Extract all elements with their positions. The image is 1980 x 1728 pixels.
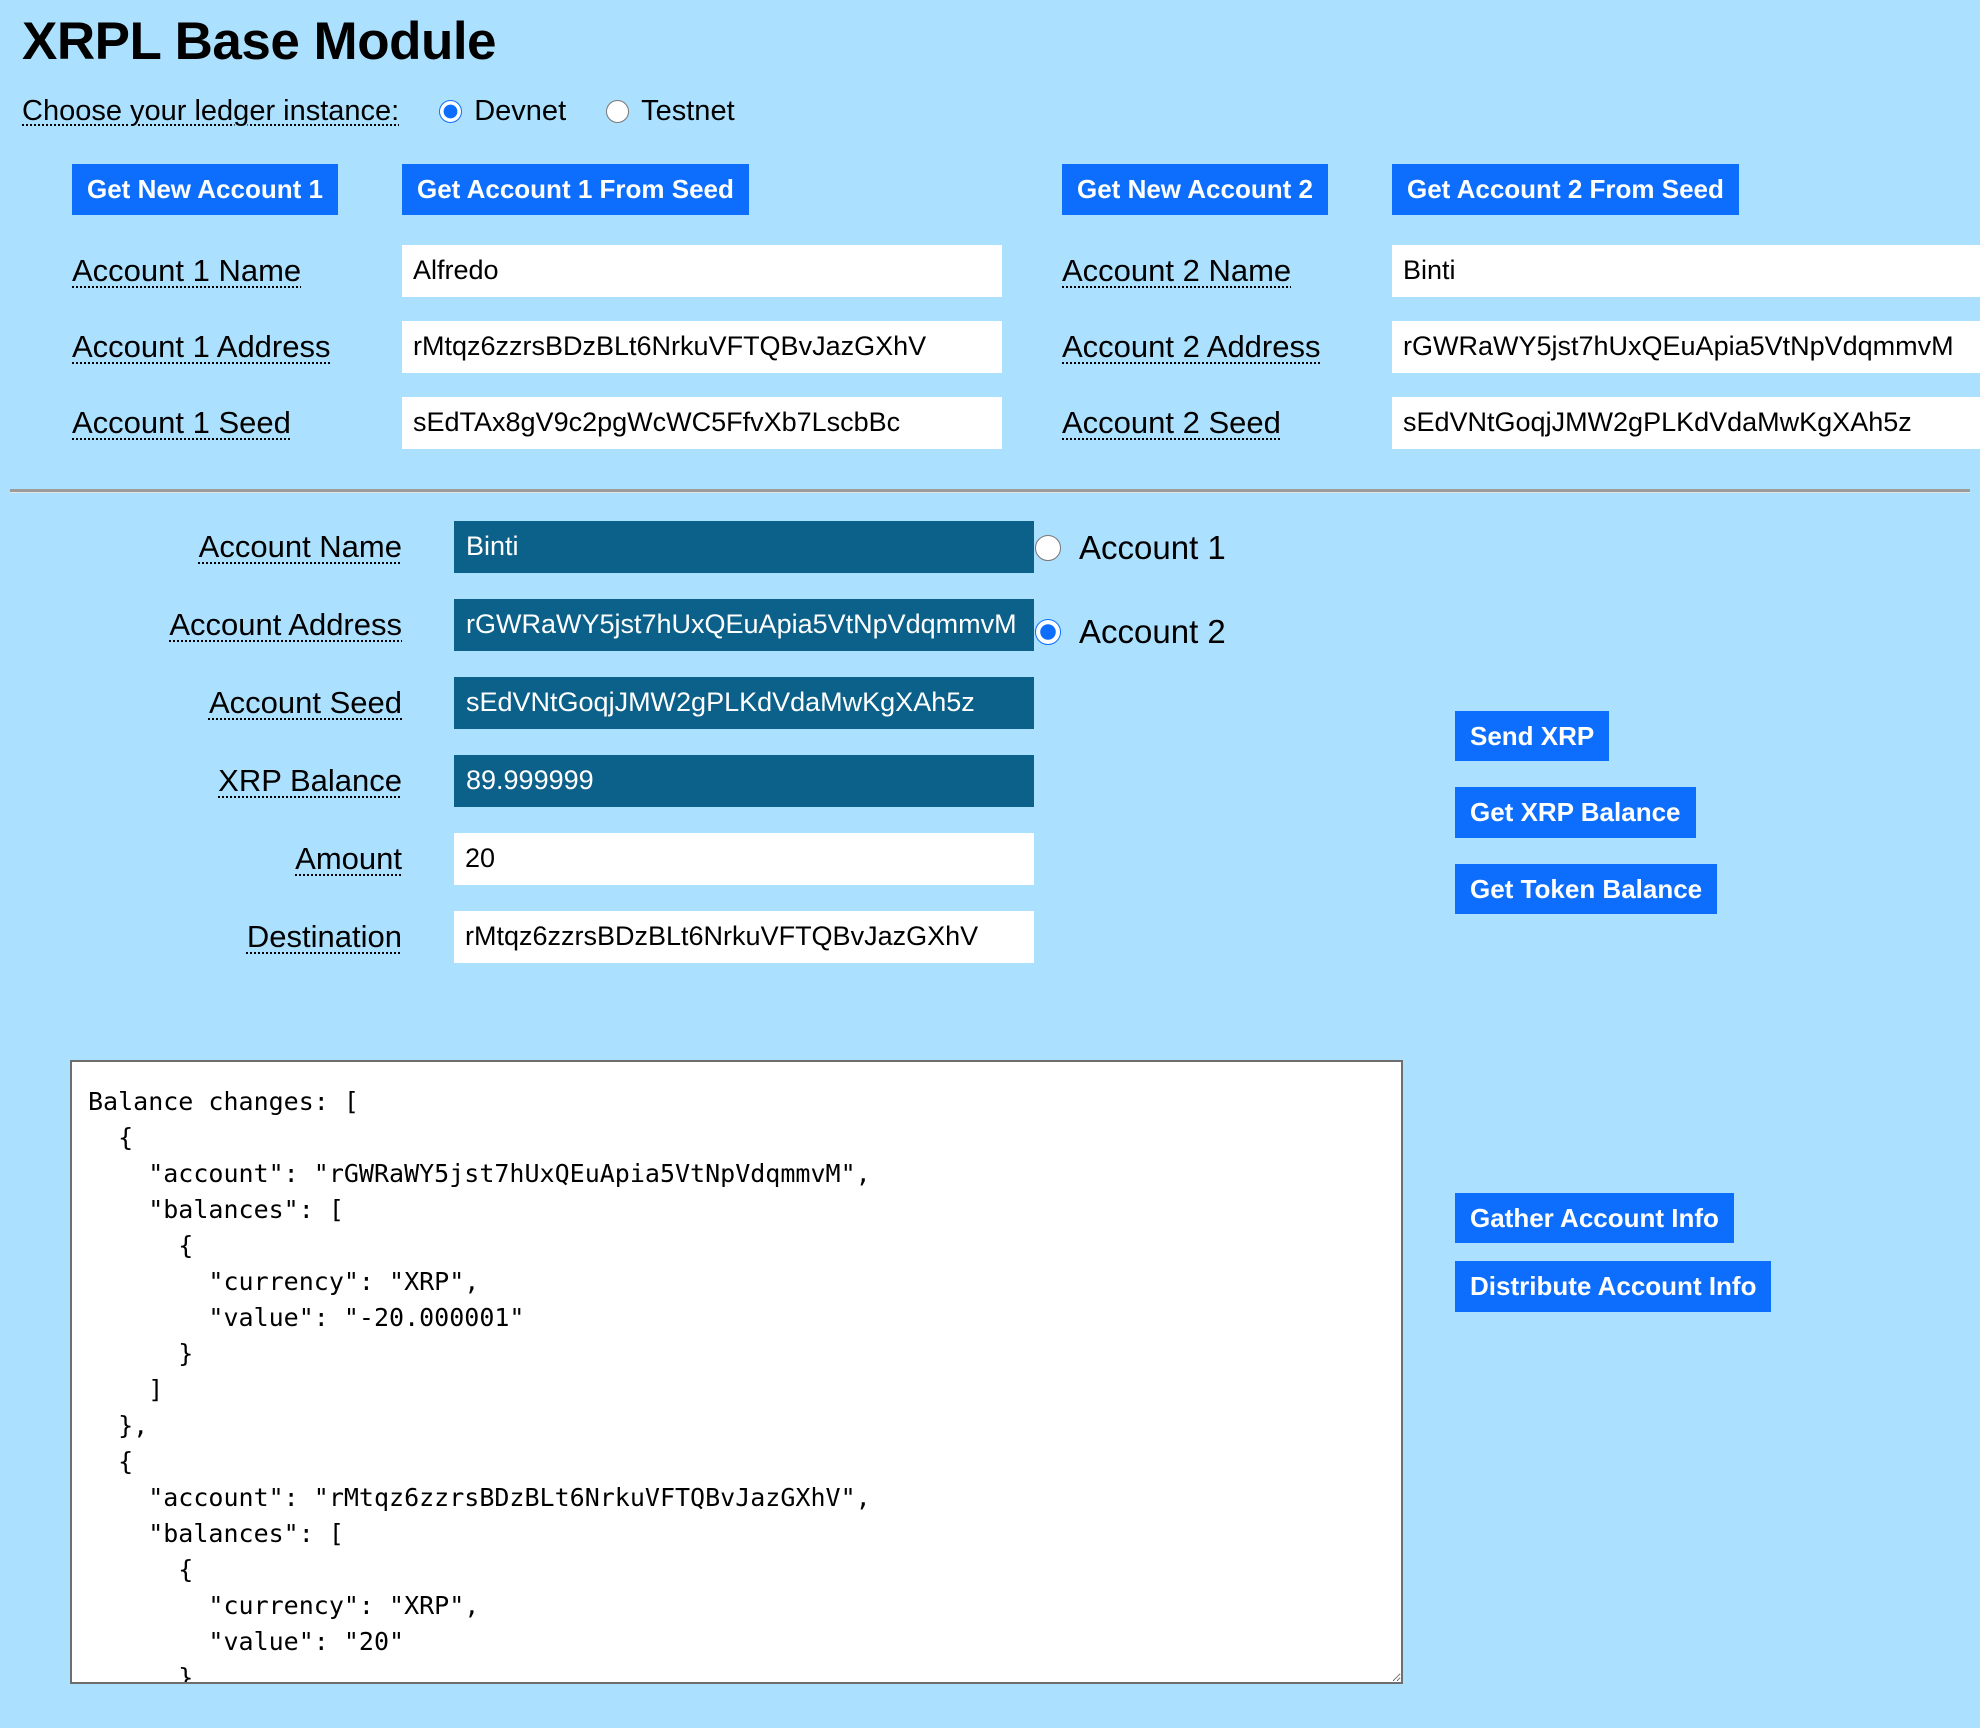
ledger-radio-devnet[interactable] (439, 99, 463, 123)
account-2-name-input[interactable] (1392, 244, 1980, 297)
account-selector-radios: Account 1 Account 2 (1035, 529, 1226, 697)
account-address-label: Account Address (169, 606, 402, 642)
ledger-option-testnet-label: Testnet (641, 94, 735, 127)
ledger-option-testnet[interactable]: Testnet (606, 95, 735, 128)
account-1-address-input[interactable] (402, 320, 1002, 373)
account-2-seed-input[interactable] (1392, 396, 1980, 449)
xrp-balance-readonly-input[interactable] (454, 754, 1034, 807)
selected-account-section: Account Name Account Address Account See… (0, 520, 1980, 1312)
ledger-option-devnet-label: Devnet (474, 94, 567, 127)
get-xrp-balance-button[interactable]: Get XRP Balance (1455, 787, 1696, 838)
account-1-name-input[interactable] (402, 244, 1002, 297)
amount-label: Amount (295, 840, 402, 876)
account-selector-account-1-label: Account 1 (1079, 528, 1226, 566)
account-2-seed-label: Account 2 Seed (1062, 404, 1281, 440)
get-new-account-2-cell: Get New Account 2 (1062, 163, 1392, 221)
destination-label: Destination (246, 918, 402, 954)
xrp-balance-label: XRP Balance (218, 762, 402, 798)
gather-account-info-button[interactable]: Gather Account Info (1455, 1192, 1734, 1244)
get-new-account-2-button[interactable]: Get New Account 2 (1062, 163, 1328, 215)
account-seed-readonly-input[interactable] (454, 676, 1034, 729)
ledger-radio-testnet[interactable] (606, 99, 630, 123)
output-container (70, 1060, 1403, 1684)
get-account-1-from-seed-cell: Get Account 1 From Seed (402, 163, 1002, 221)
accounts-section: Get New Account 1 Get Account 1 From See… (0, 163, 1980, 449)
account-name-readonly-input[interactable] (454, 520, 1034, 573)
get-account-2-from-seed-cell: Get Account 2 From Seed (1392, 163, 1980, 221)
account-radio-1[interactable] (1035, 534, 1061, 561)
get-token-balance-button[interactable]: Get Token Balance (1455, 863, 1718, 915)
send-xrp-button[interactable]: Send XRP (1455, 710, 1610, 762)
ledger-instance-row: Choose your ledger instance: Devnet Test… (22, 95, 1980, 128)
get-new-account-1-cell: Get New Account 1 (72, 163, 402, 221)
account-1-seed-label: Account 1 Seed (72, 404, 291, 440)
section-divider (10, 488, 1970, 493)
distribute-account-info-button[interactable]: Distribute Account Info (1455, 1261, 1772, 1312)
results-textarea[interactable] (70, 1060, 1403, 1684)
get-account-1-from-seed-button[interactable]: Get Account 1 From Seed (402, 163, 749, 215)
account-seed-label: Account Seed (208, 684, 402, 720)
selected-account-fields: Account Name Account Address Account See… (72, 520, 1980, 963)
account-selector-account-2[interactable]: Account 2 (1035, 613, 1226, 651)
ledger-instance-label: Choose your ledger instance: (22, 94, 400, 127)
account-selector-account-2-label: Account 2 (1079, 612, 1226, 650)
page-title: XRPL Base Module (22, 12, 497, 71)
account-2-address-label: Account 2 Address (1062, 328, 1321, 364)
destination-input[interactable] (454, 910, 1034, 963)
account-1-name-label: Account 1 Name (72, 252, 302, 288)
account-name-label: Account Name (198, 528, 402, 564)
amount-input[interactable] (454, 832, 1034, 885)
account-info-buttons: Gather Account Info Distribute Account I… (1455, 1192, 1772, 1312)
account-1-address-label: Account 1 Address (72, 328, 331, 364)
account-2-name-label: Account 2 Name (1062, 252, 1292, 288)
get-account-2-from-seed-button[interactable]: Get Account 2 From Seed (1392, 163, 1739, 215)
account-2-address-input[interactable] (1392, 320, 1980, 373)
ledger-option-devnet[interactable]: Devnet (439, 95, 566, 128)
xrp-action-buttons: Send XRP Get XRP Balance Get Token Balan… (1455, 710, 1718, 915)
account-selector-account-1[interactable]: Account 1 (1035, 529, 1226, 567)
account-1-seed-input[interactable] (402, 396, 1002, 449)
account-address-readonly-input[interactable] (454, 598, 1034, 651)
get-new-account-1-button[interactable]: Get New Account 1 (72, 163, 338, 215)
account-radio-2[interactable] (1035, 618, 1061, 645)
